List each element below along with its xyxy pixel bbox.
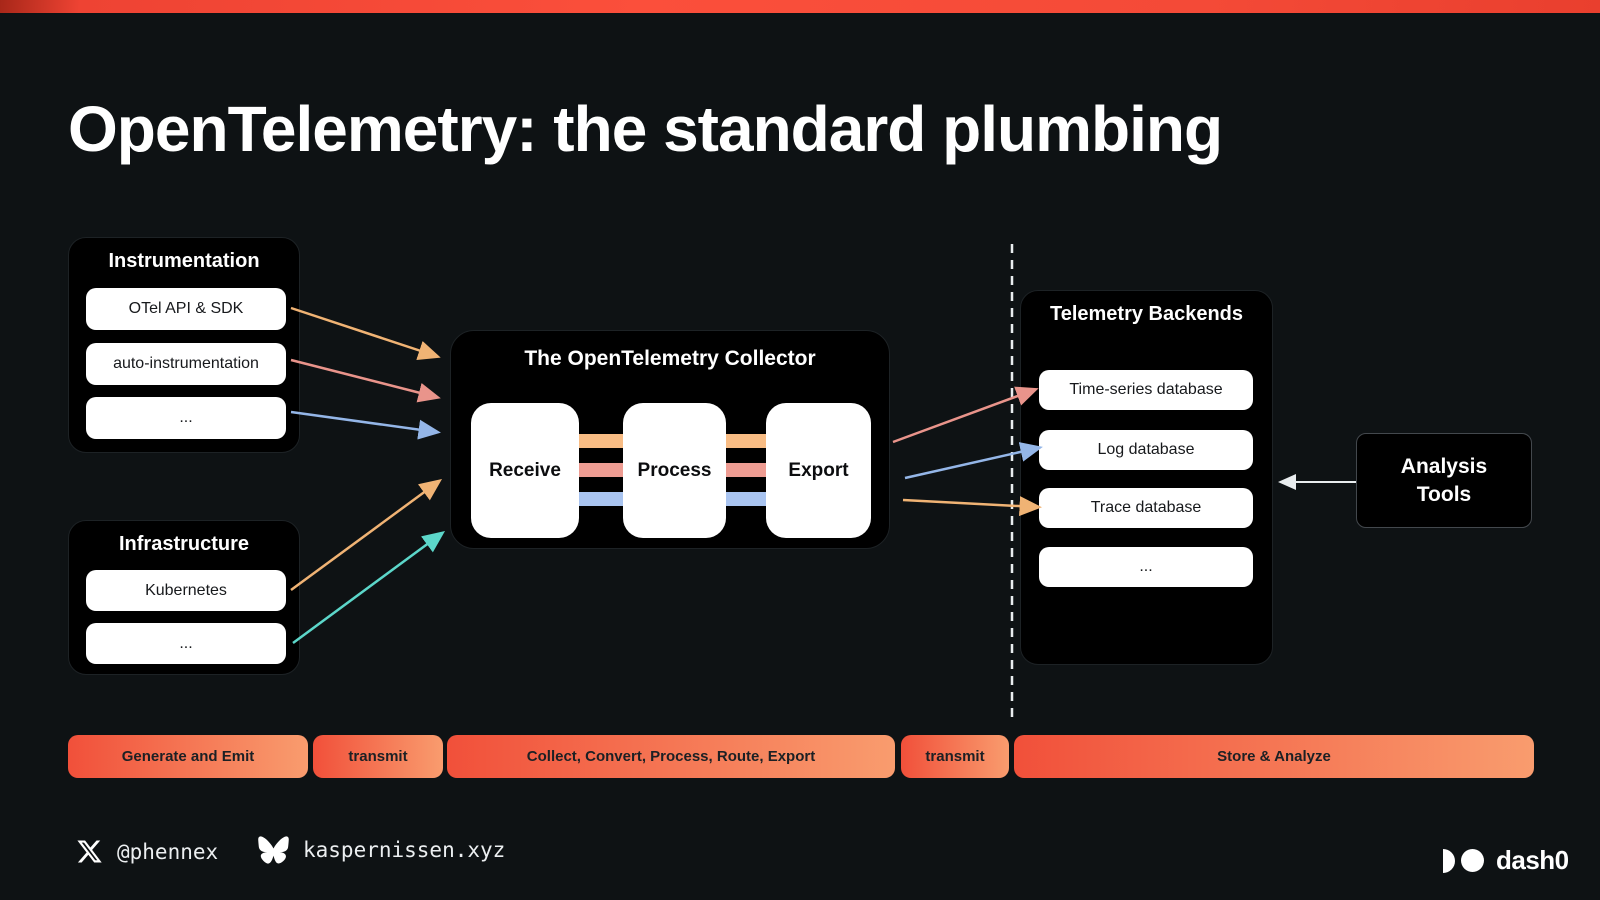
telemetry-backends-panel: Telemetry Backends: [1020, 290, 1273, 665]
collector-title: The OpenTelemetry Collector: [524, 347, 816, 370]
footer: @phennex kaspernissen.xyz: [0, 824, 1600, 874]
arrow-export-to-trace-db: [902, 496, 1042, 517]
arrow-otel-to-collector: [290, 306, 441, 360]
pill-infrastructure-more: ...: [86, 623, 286, 664]
collector-stage-process: Process: [623, 403, 726, 538]
collector-stage-receive: Receive: [471, 403, 579, 538]
page-title: OpenTelemetry: the standard plumbing: [68, 93, 1223, 165]
collector-stage-export: Export: [766, 403, 871, 538]
phase-bar-generate-emit: Generate and Emit: [68, 735, 308, 778]
pipeline-stripe-orange: [566, 434, 641, 448]
arrow-kubernetes-to-collector: [290, 479, 443, 592]
pill-backends-more: ...: [1039, 547, 1253, 587]
phase-bar-transmit-1: transmit: [313, 735, 443, 778]
phase-bar-store-analyze: Store & Analyze: [1014, 735, 1534, 778]
pill-kubernetes: Kubernetes: [86, 570, 286, 611]
telemetry-backends-title: Telemetry Backends: [1049, 303, 1244, 325]
collector-panel: The OpenTelemetry Collector Receive Proc…: [450, 330, 890, 549]
arrow-autoinstr-to-collector: [290, 358, 441, 403]
phase-bar-transmit-2: transmit: [901, 735, 1009, 778]
footer-bluesky: kaspernissen.xyz: [258, 836, 505, 864]
arrow-export-to-log-db: [904, 442, 1043, 480]
infrastructure-title: Infrastructure: [118, 533, 250, 555]
x-icon: [77, 840, 102, 863]
analysis-tools-panel: Analysis Tools: [1356, 433, 1532, 528]
pipeline-stripe-orange: [711, 434, 783, 448]
arrow-infra-more-to-collector: [292, 531, 446, 645]
pipeline-stripe-blue: [566, 492, 641, 506]
arrow-instr-more-to-collector: [290, 410, 441, 440]
phase-bar-collect-convert: Collect, Convert, Process, Route, Export: [447, 735, 895, 778]
top-accent-bar: [0, 0, 1600, 13]
butterfly-icon: [258, 836, 289, 864]
footer-twitter: @phennex: [76, 838, 218, 865]
pill-otel-api-sdk: OTel API & SDK: [86, 288, 286, 330]
pill-trace-database: Trace database: [1039, 488, 1253, 528]
dash0-half-disc-icon: [1443, 848, 1455, 873]
twitter-handle: @phennex: [117, 839, 219, 864]
pill-auto-instrumentation: auto-instrumentation: [86, 343, 286, 385]
dash0-logo: dash0: [1443, 845, 1569, 876]
pipeline-stripe-pink: [566, 463, 641, 477]
bluesky-handle: kaspernissen.xyz: [303, 838, 506, 862]
pipeline-stripe-blue: [711, 492, 783, 506]
dash0-wordmark: dash0: [1496, 845, 1569, 875]
pill-log-database: Log database: [1039, 430, 1253, 470]
pill-time-series-database: Time-series database: [1039, 370, 1253, 410]
analysis-tools-title: Analysis Tools: [1400, 455, 1488, 506]
arrow-export-to-timeseries-db: [892, 386, 1039, 444]
dash0-dot-icon: [1461, 849, 1484, 872]
pill-instrumentation-more: ...: [86, 397, 286, 439]
instrumentation-title: Instrumentation: [108, 250, 260, 272]
pipeline-stripe-pink: [711, 463, 783, 477]
